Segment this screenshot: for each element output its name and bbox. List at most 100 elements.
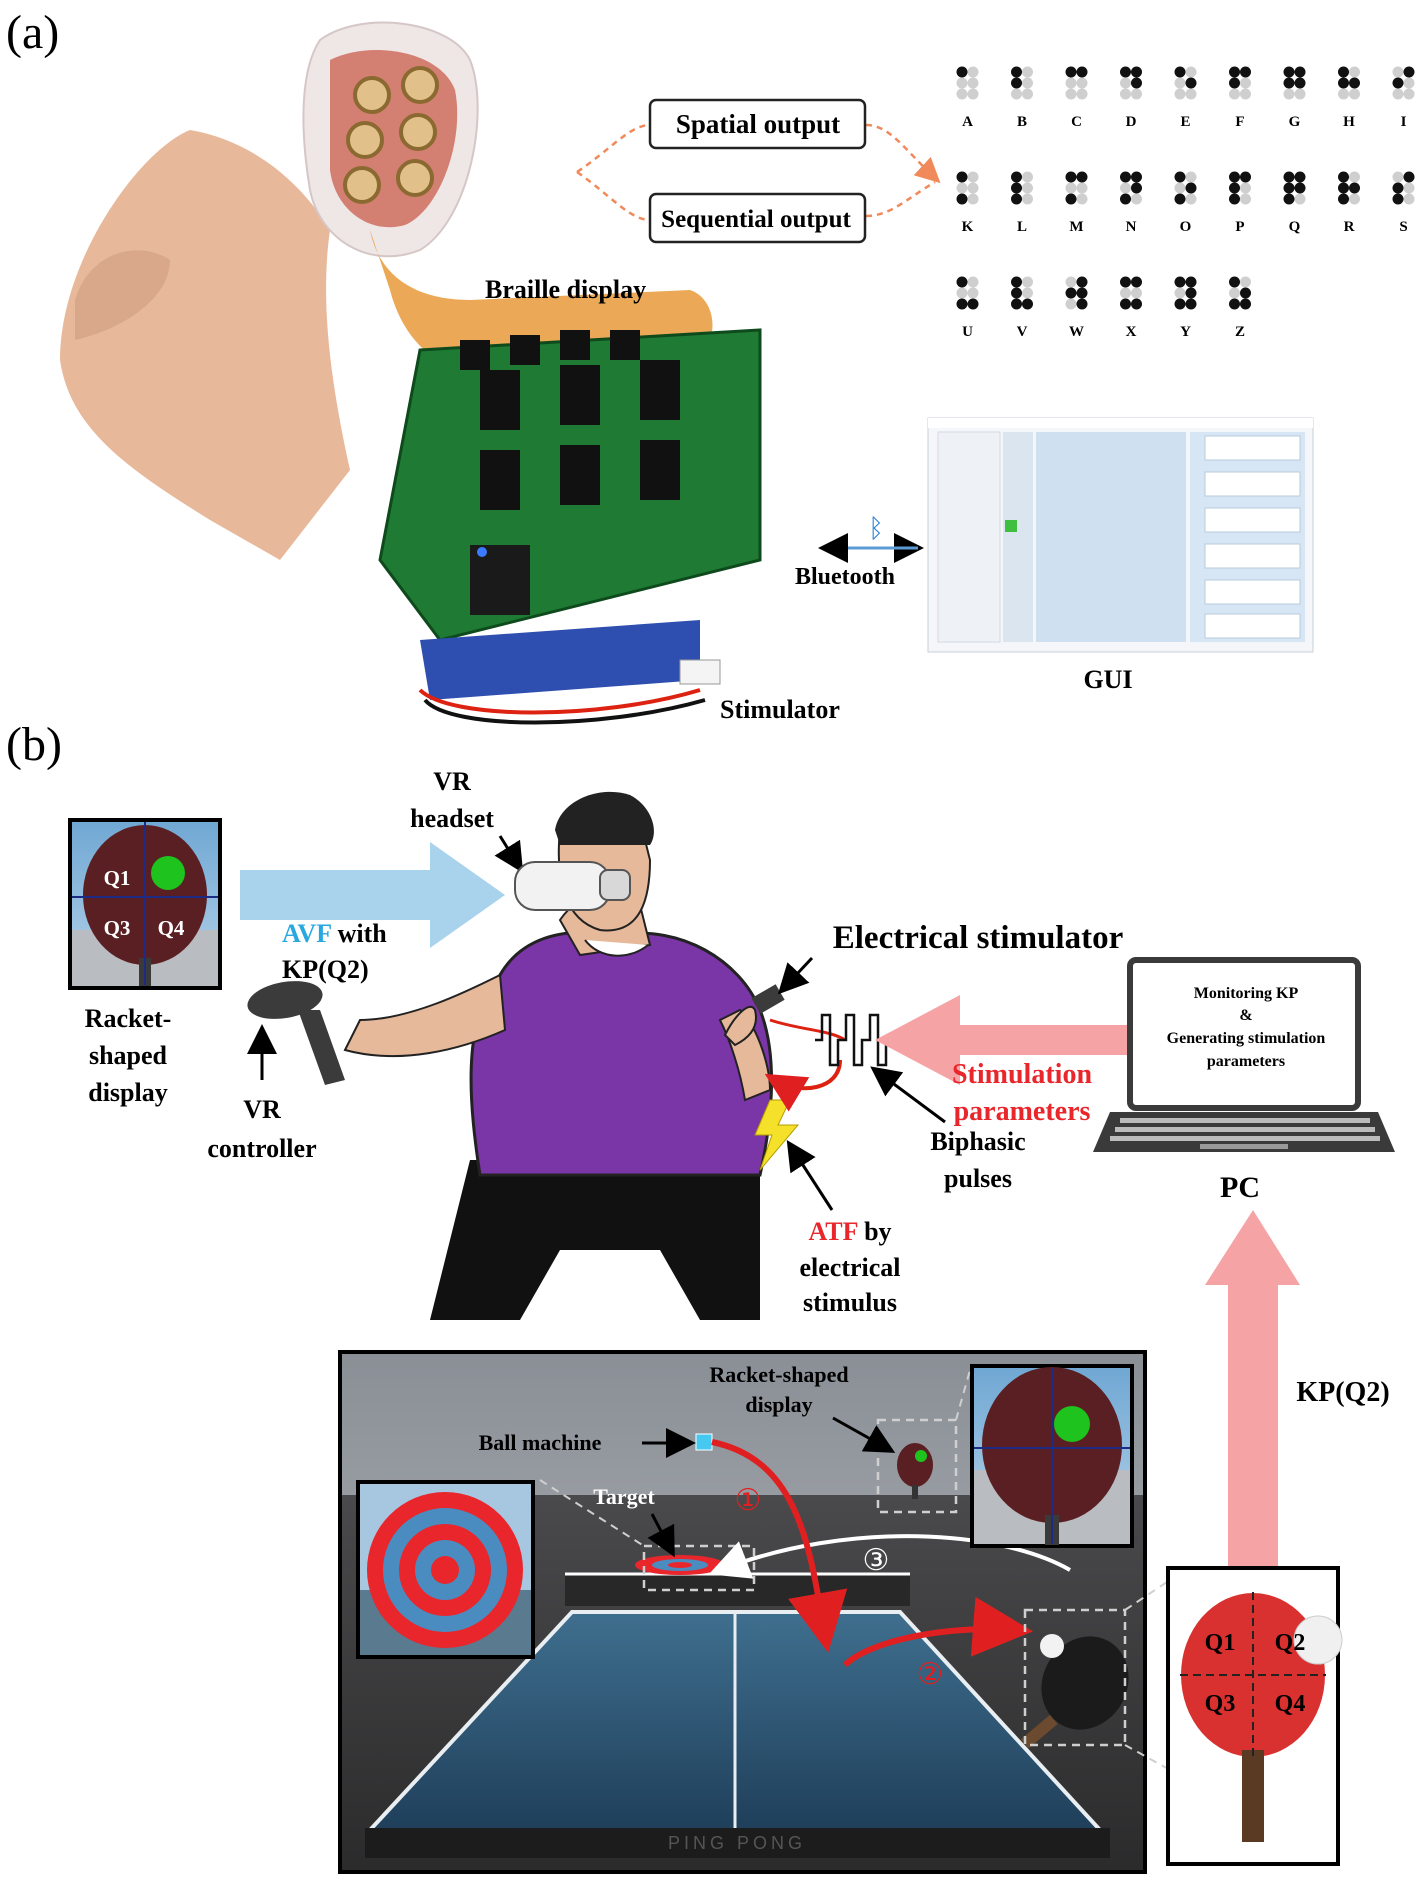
braille-dot [1131,193,1142,205]
braille-dot [1120,193,1131,205]
target-label: Target [593,1484,655,1509]
braille-dot [1022,77,1033,89]
braille-dot [1240,298,1251,310]
braille-dot [1076,171,1088,183]
step-2-marker: ② [917,1657,944,1692]
kp-q2-label: KP(Q2) [1296,1377,1389,1408]
svg-text:Racket-: Racket- [85,1004,172,1033]
braille-dot [956,276,968,288]
atf-label: ATF by [808,1217,891,1246]
braille-dot [967,88,979,100]
vr-headset-pointer [494,835,524,874]
braille-letter: H [1343,114,1355,130]
braille-dot [1240,66,1251,78]
stimulation-parameters-line1: Stimulation [952,1059,1092,1090]
inset-q4: Q4 [158,916,185,940]
braille-dot [1185,298,1197,310]
sequential-output-label: Sequential output [661,206,851,233]
braille-dot [1131,298,1142,310]
braille-letter: L [1017,219,1027,235]
output-connector-top-right [865,123,941,184]
braille-dot [1185,77,1197,89]
stimulation-parameters-line2: parameters [954,1096,1091,1127]
biphasic-pulse-icon [815,1013,894,1067]
braille-dot [1065,298,1077,310]
pc-screen-line3: Generating stimulation [1167,1030,1326,1047]
kp-arrow [1205,1210,1300,1570]
racket-zoom-inset [970,1364,1134,1548]
quadrant-racket-inset [1166,1566,1343,1866]
braille-dot [1120,276,1131,288]
braille-dot [1403,88,1415,100]
braille-dot [956,171,968,183]
braille-letter: C [1071,114,1082,130]
braille-dot [1131,171,1142,183]
braille-dot [956,182,968,194]
braille-dot [1022,276,1033,288]
stimulator-board [378,328,762,725]
braille-dot [1403,66,1415,78]
braille-letter: D [1126,114,1137,130]
braille-dot [1240,182,1251,194]
braille-dot [1131,66,1142,78]
avf-kp-label: KP(Q2) [282,955,369,984]
braille-dot [1011,77,1022,89]
step-1-marker: ① [735,1483,762,1518]
braille-letter: P [1235,219,1244,235]
braille-dot [1338,88,1349,100]
braille-dot [1065,66,1077,78]
braille-letter: G [1289,114,1301,130]
braille-dot [956,77,968,89]
braille-dot [967,193,979,205]
braille-dot [1120,77,1131,89]
braille-dot [1022,66,1033,78]
braille-dot [1229,276,1240,288]
braille-dot [1131,77,1142,89]
braille-dot [967,276,979,288]
braille-dot [1392,66,1404,78]
scene-racket-pointer [832,1416,896,1453]
braille-letter: R [1344,219,1355,235]
gui-window [927,417,1314,653]
braille-dot [967,66,979,78]
braille-dot [1294,182,1306,194]
braille-dot [1392,171,1404,183]
braille-dot [1174,287,1186,299]
braille-dot [1283,77,1295,89]
table-brand: PING PONG [668,1833,806,1853]
braille-alphabet: ABCDEFGHIJKLMNOPQRSTUVWXYZ [956,66,1415,340]
braille-dot [1283,88,1295,100]
braille-dot [1120,88,1131,100]
braille-dot [1076,66,1088,78]
braille-dot [1022,182,1033,194]
braille-dot [1338,182,1349,194]
panel-a-letter: (a) [6,6,59,59]
braille-dot [1076,182,1088,194]
quadrant-q1: Q1 [1205,1630,1236,1656]
scene-racket-display-line1: Racket-shaped [709,1362,848,1387]
braille-dot [1174,171,1186,183]
braille-dot [1349,66,1360,78]
braille-dot [1065,171,1077,183]
braille-dot [1120,287,1131,299]
braille-dot [1294,171,1306,183]
atf-label-line3: stimulus [803,1288,897,1317]
braille-dot [1283,171,1295,183]
braille-dot [1011,276,1022,288]
braille-dot [1283,182,1295,194]
avf-arrow [240,842,505,948]
vr-controller-label-line1: VR [243,1095,281,1124]
braille-dot [1011,171,1022,183]
braille-letter: Q [1289,219,1301,235]
braille-dot [1338,171,1349,183]
bluetooth-icon: ᛒ [868,514,884,544]
svg-text:display: display [88,1078,168,1107]
braille-dot [1065,88,1077,100]
braille-letter: Z [1235,324,1245,340]
braille-dot [1011,193,1022,205]
inset-q3: Q3 [104,916,131,940]
braille-dot [1011,66,1022,78]
braille-dot [1131,287,1142,299]
stimulator-pointer [777,956,814,995]
braille-dot [967,171,979,183]
